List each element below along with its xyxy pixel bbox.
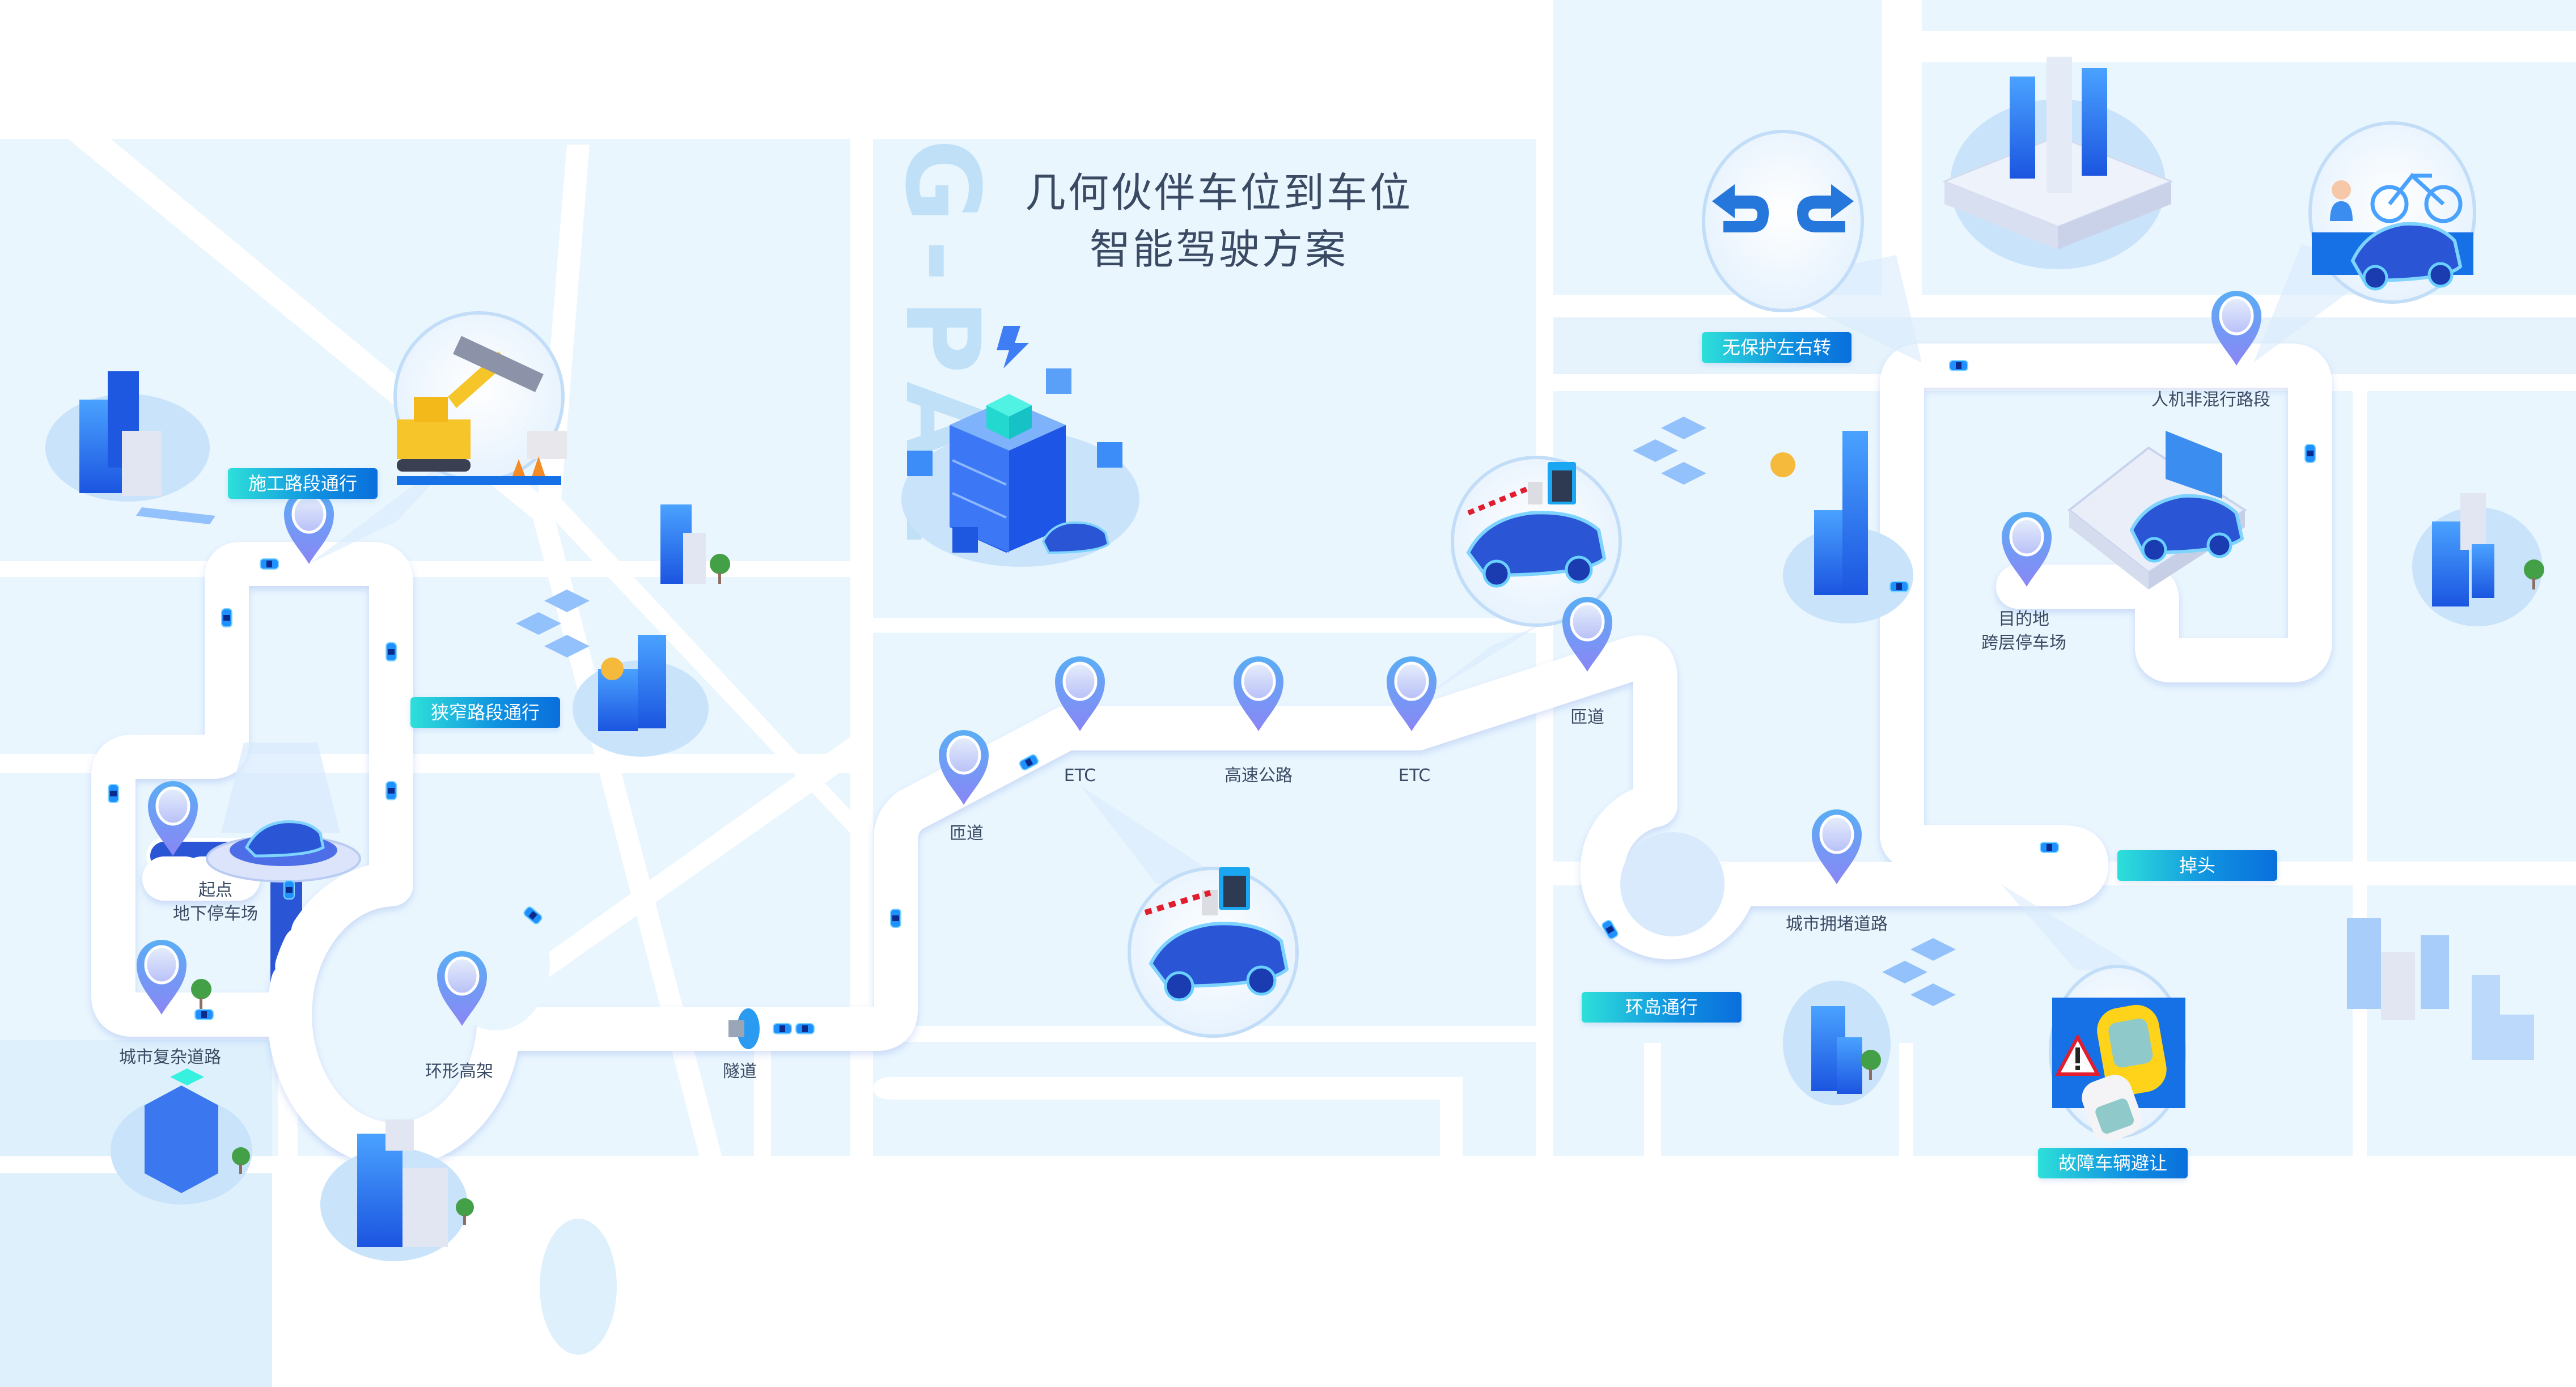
label-tunnel: 隧道: [723, 1062, 757, 1081]
car-icon: [1149, 922, 1289, 1002]
building-icon: [2412, 493, 2543, 626]
tag-u-turn: 掉头: [2117, 850, 2277, 881]
label-etc-1: ETC: [1064, 766, 1096, 786]
label-start: 起点 地下停车场: [173, 880, 258, 924]
warning-triangle-icon: [2054, 1033, 2101, 1076]
buildings: [45, 371, 2543, 1261]
tree-icon: [191, 979, 211, 1009]
road-cars: [108, 360, 2316, 1034]
location-pin-icon: [1812, 809, 1862, 884]
toll-barrier-icon: [1467, 462, 1576, 516]
destination-platform: [2067, 431, 2247, 589]
building-icon: [1942, 57, 2174, 269]
label-ring-viaduct: 环形高架: [425, 1062, 493, 1081]
stacked-layers: [136, 417, 1956, 1006]
location-pins: [137, 291, 2261, 1026]
label-ramp-2: 匝道: [1570, 707, 1604, 727]
left-right-turn-icon: [1712, 184, 1854, 232]
tree-icon: [1861, 1050, 1881, 1080]
car-icon: [1601, 919, 1619, 940]
trees: [191, 554, 2544, 1225]
location-pin-icon: [939, 730, 989, 805]
car-icon: [385, 642, 397, 661]
car-icon: [260, 558, 279, 570]
building-icon: [573, 635, 709, 757]
lightning-icon: [997, 326, 1029, 368]
location-pin-icon: [1562, 597, 1612, 672]
bicycle-icon: [2370, 172, 2463, 223]
building-icon: [2347, 918, 2534, 1060]
building-icon: [320, 1119, 468, 1261]
building-icon: [111, 1068, 252, 1204]
car-icon: [523, 906, 543, 924]
car-icon: [2350, 222, 2463, 291]
tag-roundabout: 环岛通行: [1582, 992, 1742, 1023]
car-icon: [385, 781, 397, 800]
location-pin-icon: [137, 940, 187, 1015]
car-icon: [2129, 494, 2244, 563]
label-congested: 城市拥堵道路: [1786, 914, 1888, 934]
car-icon: [221, 608, 232, 627]
tag-unprotected-turn: 无保护左右转: [1702, 332, 1852, 363]
tree-icon: [456, 1198, 474, 1225]
tag-construction: 施工路段通行: [228, 468, 378, 499]
location-pin-icon: [2211, 291, 2261, 366]
title-line-2: 智能驾驶方案: [1089, 226, 1348, 273]
car-icon: [773, 1023, 792, 1034]
car-icon: [795, 1023, 815, 1034]
excavator-icon: [397, 336, 567, 472]
car-icon: [108, 784, 119, 803]
page-title: 几何伙伴车位到车位 智能驾驶方案: [964, 164, 1474, 278]
car-icon: [244, 820, 325, 858]
label-etc-2: ETC: [1398, 766, 1431, 786]
tree-icon: [710, 554, 730, 584]
car-icon: [283, 880, 295, 900]
car-icon: [2304, 444, 2316, 463]
tree-icon: [2524, 559, 2544, 589]
callouts: [309, 121, 2476, 1142]
label-city-complex: 城市复杂道路: [119, 1047, 221, 1067]
location-pin-icon: [148, 781, 198, 856]
label-destination: 目的地 跨层停车场: [1981, 609, 2066, 653]
tag-narrow: 狭窄路段通行: [410, 697, 561, 728]
location-pin-icon: [1234, 656, 1283, 731]
tunnel-icon: [728, 1008, 760, 1049]
label-highway: 高速公路: [1225, 766, 1293, 786]
location-pin-icon: [437, 951, 487, 1026]
car-icon: [1041, 521, 1110, 554]
location-pin-icon: [284, 489, 334, 564]
car-icon: [2082, 1004, 2167, 1142]
car-icon: [1889, 581, 1909, 592]
location-pin-icon: [1387, 656, 1437, 731]
car-icon: [1466, 511, 1607, 588]
building-icon: [660, 504, 706, 584]
start-platform: [206, 743, 361, 883]
pedestrian-icon: [2330, 180, 2353, 221]
car-icon: [1019, 754, 1039, 771]
label-ramp-1: 匝道: [950, 824, 984, 843]
server-stack-icon: [901, 368, 1139, 567]
label-mixed-traffic: 人机非混行路段: [2151, 390, 2270, 410]
car-icon: [1949, 360, 1968, 371]
building-icon: [45, 371, 210, 502]
building-icon: [1770, 431, 1913, 623]
car-icon: [2040, 842, 2059, 853]
car-icon: [890, 909, 901, 928]
car-icon: [194, 1009, 214, 1020]
location-pin-icon: [1055, 656, 1105, 731]
title-line-1: 几何伙伴车位到车位: [1024, 169, 1413, 217]
turn-bubble: [1702, 130, 1864, 312]
location-pin-icon: [2002, 512, 2052, 587]
tree-icon: [232, 1147, 250, 1174]
roundabout-island: [1620, 832, 1725, 936]
toll-barrier-icon: [1144, 867, 1250, 915]
building-icon: [1783, 981, 1891, 1105]
tag-breakdown: 故障车辆避让: [2038, 1148, 2188, 1178]
